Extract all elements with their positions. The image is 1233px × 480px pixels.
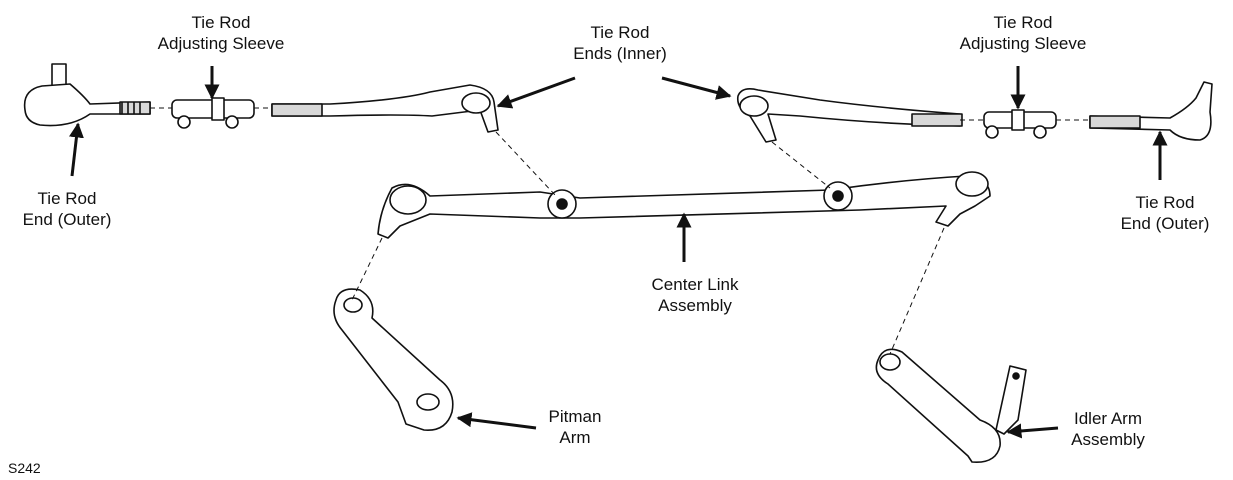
right-adjusting-sleeve [983, 109, 1057, 139]
figure-id: S242 [8, 460, 41, 476]
right-inner-tie-rod [736, 88, 963, 143]
left-inner-tie-rod [271, 84, 499, 133]
left-adjusting-sleeve [171, 97, 255, 129]
right-outer-tie-rod-end [1089, 81, 1213, 141]
left-outer-tie-rod-end [23, 63, 151, 127]
center-link-body [377, 171, 991, 239]
pitman-arm [333, 288, 454, 431]
idler-arm [875, 348, 1027, 463]
